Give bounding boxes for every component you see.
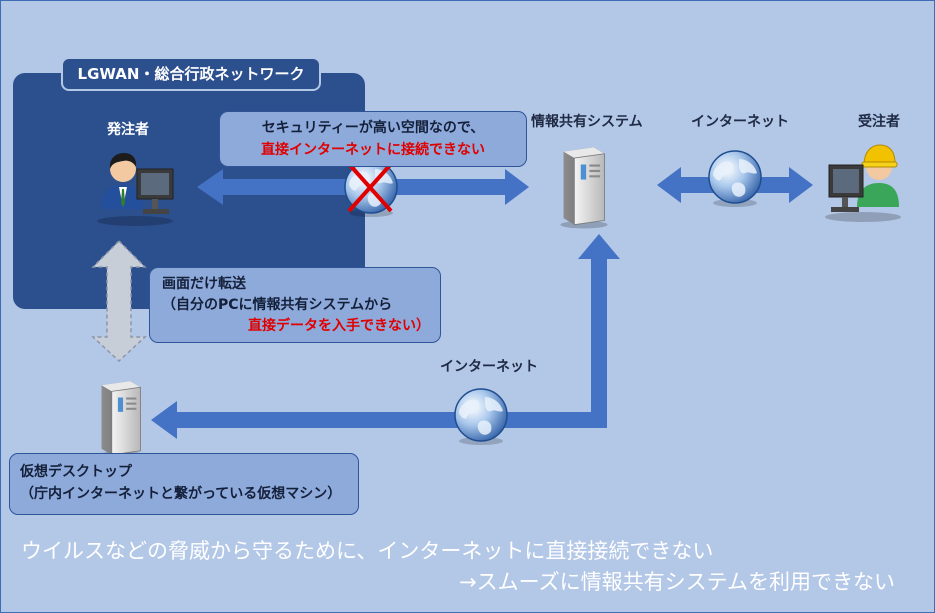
person-pc-icon	[97, 153, 174, 226]
server-icon	[97, 380, 145, 459]
server-icon	[559, 146, 609, 229]
virtual-desktop-line1: 仮想デスクトップ	[20, 464, 132, 480]
security-note: セキュリティーが高い空間なので、 直接インターネットに接続できない	[219, 111, 527, 167]
security-note-line2: 直接インターネットに接続できない	[261, 142, 485, 158]
info-system-label: 情報共有システム	[531, 114, 643, 130]
virtual-desktop-note: 仮想デスクトップ （庁内インターネットと繋がっている仮想マシン）	[9, 453, 359, 515]
worker-pc-icon	[825, 144, 901, 222]
bottom-message-line2: →スムーズに情報共有システムを利用できない	[459, 570, 895, 594]
security-note-line1: セキュリティーが高い空間なので、	[261, 120, 485, 136]
internet-label-top: インターネット	[691, 114, 789, 130]
bottom-message-line1: ウイルスなどの脅威から守るために、インターネットに直接接続できない	[21, 539, 714, 563]
screen-transfer-note: 画面だけ転送 （自分のPCに情報共有システムから 直接データを入手できない）	[149, 267, 441, 343]
arrow-system-to-virtual-desktop	[151, 234, 620, 439]
screen-transfer-line1: 画面だけ転送	[162, 276, 246, 292]
globe-icon	[454, 388, 508, 446]
orderer-label: 発注者	[107, 122, 149, 138]
screen-transfer-line3: 直接データを入手できない）	[248, 318, 430, 334]
contractor-label: 受注者	[858, 114, 900, 130]
cross-mark-icon	[347, 162, 393, 213]
screen-transfer-line3-wrap: 直接データを入手できない）	[162, 316, 430, 337]
lgwan-title: LGWAN・総合行政ネットワーク	[61, 57, 321, 91]
virtual-desktop-line2: （庁内インターネットと繋がっている仮想マシン）	[20, 486, 342, 502]
globe-icon	[708, 150, 762, 208]
screen-transfer-line2: （自分のPCに情報共有システムから	[162, 297, 393, 313]
arrow-screen-transfer	[91, 239, 147, 363]
internet-label-middle: インターネット	[440, 359, 538, 375]
bottom-message: ウイルスなどの脅威から守るために、インターネットに直接接続できない →スムーズに…	[21, 536, 921, 598]
